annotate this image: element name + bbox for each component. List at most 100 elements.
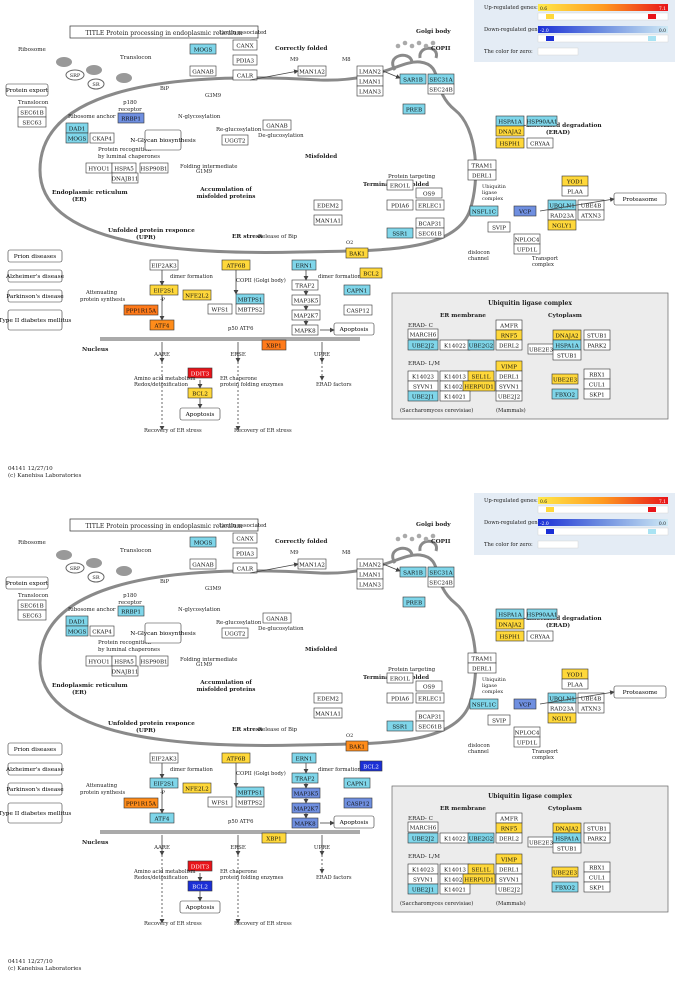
gene-box-bak1[interactable]: BAK1 bbox=[345, 740, 369, 752]
gene-box-nfe2l2[interactable]: NFE2L2 bbox=[182, 289, 212, 301]
gene-box-mogs[interactable]: MOGS bbox=[189, 536, 217, 548]
gene-box-preb[interactable]: PREB bbox=[402, 596, 426, 608]
gene-box-syvn1b[interactable]: SYVN1 bbox=[495, 380, 523, 392]
gene-box-ubqln1[interactable]: UBQLN1 bbox=[547, 199, 577, 211]
gene-box-ufd1l[interactable]: UFD1L bbox=[513, 243, 541, 255]
gene-box-vcp[interactable]: VCP bbox=[513, 205, 537, 217]
gene-box-atf6b[interactable]: ATF6B bbox=[221, 752, 251, 764]
alzheimers-box[interactable]: Alzheimer's disease bbox=[5, 269, 65, 283]
gene-box-xbp1[interactable]: XBP1 bbox=[261, 339, 287, 351]
gene-box-canx[interactable]: CANX bbox=[232, 532, 258, 544]
gene-box-atf6b[interactable]: ATF6B bbox=[221, 259, 251, 271]
gene-box-map2k7[interactable]: MAP2K7 bbox=[291, 802, 321, 814]
gene-box-derl1[interactable]: DERL1 bbox=[467, 662, 497, 674]
gene-box-skp1[interactable]: SKP1 bbox=[583, 388, 611, 400]
gene-box-ern1[interactable]: ERN1 bbox=[291, 752, 317, 764]
gene-box-map3k5[interactable]: MAP3K5 bbox=[291, 294, 321, 306]
gene-box-derl2[interactable]: DERL2 bbox=[495, 832, 523, 844]
gene-box-os9[interactable]: OS9 bbox=[415, 680, 443, 692]
gene-box-ckap4[interactable]: CKAP4 bbox=[89, 625, 115, 637]
t2d-box[interactable]: Type II diabetes mellitus bbox=[0, 309, 71, 331]
gene-box-syvn1b[interactable]: SYVN1 bbox=[495, 873, 523, 885]
gene-box-herpud1[interactable]: HERPUD1 bbox=[462, 380, 496, 392]
gene-box-map3k5[interactable]: MAP3K5 bbox=[291, 787, 321, 799]
gene-box-pdia6[interactable]: PDIA6 bbox=[386, 199, 414, 211]
gene-box-ube2j1b[interactable]: UBE2J2 bbox=[495, 390, 523, 402]
gene-box-bcl2[interactable]: BCL2 bbox=[359, 760, 383, 772]
gene-box-mbtps2[interactable]: MBTPS2 bbox=[235, 303, 265, 315]
gene-box-pdia3[interactable]: PDIA3 bbox=[232, 547, 258, 559]
gene-box-dnaja2[interactable]: DNAJA2 bbox=[495, 125, 525, 137]
gene-box-pdia6[interactable]: PDIA6 bbox=[386, 692, 414, 704]
alzheimers-box[interactable]: Alzheimer's disease bbox=[5, 762, 65, 776]
gene-box-syvn1[interactable]: SYVN1 bbox=[407, 873, 439, 885]
gene-box-atxn3[interactable]: ATXN3 bbox=[577, 702, 605, 714]
gene-box-sec61b2[interactable]: SEC61B bbox=[415, 720, 445, 732]
gene-box-bcl2[interactable]: BCL2 bbox=[359, 267, 383, 279]
gene-box-tram1[interactable]: TRAM1 bbox=[467, 159, 497, 171]
gene-box-capn1[interactable]: CAPN1 bbox=[343, 284, 371, 296]
gene-box-ube2j2[interactable]: UBE2J2 bbox=[407, 339, 439, 351]
gene-box-stub1[interactable]: STUB1 bbox=[583, 329, 611, 341]
gene-box-eif2s1[interactable]: EIF2S1 bbox=[149, 284, 179, 296]
gene-box-ube2j1[interactable]: UBE2J1 bbox=[407, 883, 439, 895]
gene-box-os9[interactable]: OS9 bbox=[415, 187, 443, 199]
gene-box-ganab[interactable]: GANAB bbox=[189, 65, 217, 77]
gene-box-dnaja2c[interactable]: DNAJA2 bbox=[552, 822, 582, 834]
gene-box-derl1b[interactable]: DERL1 bbox=[495, 863, 523, 875]
gene-box-sel1l[interactable]: SEL1L bbox=[467, 370, 495, 382]
gene-box-ube2j2[interactable]: UBE2J2 bbox=[407, 832, 439, 844]
gene-box-hspa1ac[interactable]: HSPA1A bbox=[552, 832, 582, 844]
gene-box-mbtps2[interactable]: MBTPS2 bbox=[235, 796, 265, 808]
gene-box-mbtps1[interactable]: MBTPS1 bbox=[235, 786, 265, 798]
gene-box-traf2[interactable]: TRAF2 bbox=[291, 279, 319, 291]
gene-box-fbxo2[interactable]: FBXO2 bbox=[551, 388, 579, 400]
gene-box-uggt2[interactable]: UGGT2 bbox=[221, 627, 249, 639]
gene-box-ganab2[interactable]: GANAB bbox=[262, 119, 292, 131]
gene-box-sar1b[interactable]: SAR1B bbox=[399, 73, 427, 85]
gene-box-eif2ak3[interactable]: EIF2AK3 bbox=[149, 259, 179, 271]
gene-box-fbxo2[interactable]: FBXO2 bbox=[551, 881, 579, 893]
gene-box-ube2e1[interactable]: UBE2E3 bbox=[551, 373, 579, 385]
gene-box-mogs[interactable]: MOGS bbox=[189, 43, 217, 55]
gene-box-cryaa[interactable]: CRYAA bbox=[526, 137, 554, 149]
gene-box-herpud1[interactable]: HERPUD1 bbox=[462, 873, 496, 885]
gene-box-bak1[interactable]: BAK1 bbox=[345, 247, 369, 259]
gene-box-ppp1r15a[interactable]: PPP1R15A bbox=[123, 797, 159, 809]
gene-box-plaa[interactable]: PLAA bbox=[561, 185, 589, 197]
gene-box-erlec1[interactable]: ERLEC1 bbox=[415, 199, 445, 211]
gene-box-nsfl1c[interactable]: NSFL1C bbox=[469, 698, 499, 710]
gene-box-hyou1[interactable]: HYOU1 bbox=[85, 162, 113, 174]
gene-box-k14013[interactable]: K14013 bbox=[439, 863, 471, 875]
gene-box-rad23a[interactable]: RAD23A bbox=[547, 209, 577, 221]
gene-box-atf4[interactable]: ATF4 bbox=[149, 319, 175, 331]
gene-box-eif2s1[interactable]: EIF2S1 bbox=[149, 777, 179, 789]
gene-box-yod1[interactable]: YOD1 bbox=[561, 175, 589, 187]
n-glycan-box[interactable]: N-Glycan biosynthesis bbox=[130, 129, 196, 151]
gene-box-ddit3[interactable]: DDIT3 bbox=[187, 367, 213, 379]
gene-box-ero1l[interactable]: ERO1L bbox=[386, 179, 414, 191]
gene-box-hspa5[interactable]: HSPA5 bbox=[111, 655, 137, 667]
gene-box-ckap4[interactable]: CKAP4 bbox=[89, 132, 115, 144]
gene-box-ganab2[interactable]: GANAB bbox=[262, 612, 292, 624]
gene-box-ero1l[interactable]: ERO1L bbox=[386, 672, 414, 684]
gene-box-hsp90b1[interactable]: HSP90B1 bbox=[139, 162, 169, 174]
gene-box-lman3[interactable]: LMAN3 bbox=[356, 578, 384, 590]
gene-box-nfe2l2[interactable]: NFE2L2 bbox=[182, 782, 212, 794]
apoptosis-box-lower[interactable]: Apoptosis bbox=[179, 407, 221, 421]
t2d-box[interactable]: Type II diabetes mellitus bbox=[0, 802, 71, 824]
gene-box-march6[interactable]: MARCH6 bbox=[407, 328, 439, 340]
gene-box-lman1[interactable]: LMAN1 bbox=[356, 75, 384, 87]
prion-diseases-box[interactable]: Prion diseases bbox=[7, 742, 63, 756]
apoptosis-box-lower[interactable]: Apoptosis bbox=[179, 900, 221, 914]
gene-box-svip[interactable]: SVIP bbox=[487, 714, 511, 726]
gene-box-sec31a[interactable]: SEC31A bbox=[427, 566, 455, 578]
proteasome-box[interactable]: Proteasome bbox=[613, 685, 667, 699]
gene-box-ube2j1b[interactable]: UBE2J2 bbox=[495, 883, 523, 895]
gene-box-bcl2[interactable]: BCL2 bbox=[187, 387, 213, 399]
proteasome-box[interactable]: Proteasome bbox=[613, 192, 667, 206]
gene-box-mbtps1[interactable]: MBTPS1 bbox=[235, 293, 265, 305]
gene-box-nsfl1c[interactable]: NSFL1C bbox=[469, 205, 499, 217]
gene-box-ufd1l[interactable]: UFD1L bbox=[513, 736, 541, 748]
gene-box-ern1[interactable]: ERN1 bbox=[291, 259, 317, 271]
